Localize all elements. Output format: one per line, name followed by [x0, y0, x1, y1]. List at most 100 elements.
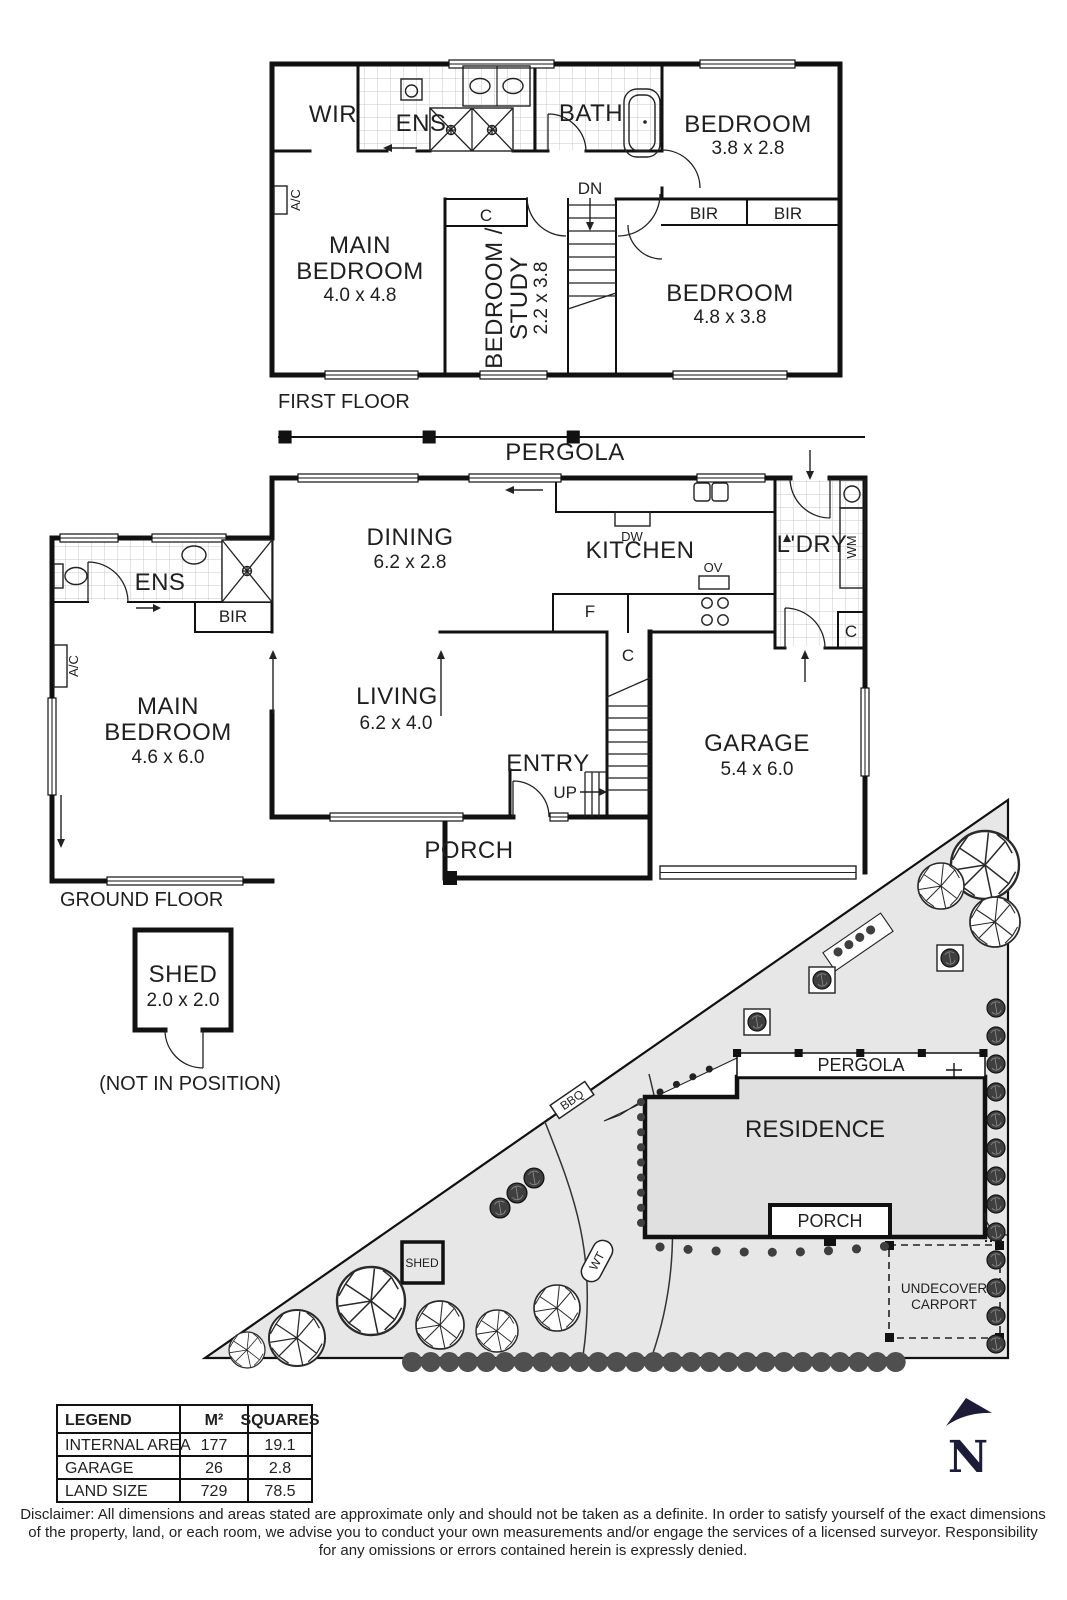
gf-garage-dims: 5.4 x 6.0 [721, 759, 794, 780]
ff-bathtub [623, 88, 661, 158]
ff-bedroom2-label: BEDROOM [666, 280, 794, 307]
legend-row0-squares: 19.1 [264, 1437, 295, 1454]
gf-cooktop [701, 597, 729, 626]
gf-wm-label: WM [844, 535, 859, 558]
gf-oven [698, 575, 730, 590]
first-floor-plan: WIR ENS BATH BEDROOM 3.8 x 2.8 A/C MAIN … [269, 59, 843, 413]
site-residence-label: RESIDENCE [745, 1116, 885, 1143]
site-porch [768, 1203, 892, 1239]
legend-row2-m2: 729 [201, 1483, 228, 1500]
gf-arrows [57, 450, 814, 848]
site-pergola-label: PERGOLA [817, 1055, 904, 1075]
gf-ens-basin [181, 545, 207, 565]
site-tap-symbol [946, 1063, 962, 1077]
shed-walls [132, 927, 234, 1033]
gf-dining-label: DINING [367, 524, 454, 551]
gf-entry-label: ENTRY [506, 750, 589, 777]
disclaimer-line-3: for any omissions or errors contained he… [319, 1542, 748, 1559]
gf-ens-toilet [53, 563, 88, 589]
north-label: N [948, 1432, 988, 1483]
ff-partition-walls [444, 198, 841, 376]
gf-shower [221, 539, 273, 603]
gf-garage-label: GARAGE [704, 730, 810, 757]
gf-up-label: UP [553, 783, 577, 802]
gf-fridge-label: F [585, 602, 595, 621]
ff-study-label-2: STUDY [506, 256, 533, 340]
legend-row2-squares: 78.5 [264, 1483, 295, 1500]
gf-laundry-closet-label: C [845, 622, 857, 641]
ff-closet-label: C [480, 206, 492, 225]
ff-ac-label: A/C [288, 189, 303, 211]
disclaimer-line-1: Disclaimer: All dimensions and areas sta… [20, 1506, 1046, 1523]
ff-bath-tiled-floor [535, 66, 662, 150]
gf-laundry-label: L'DRY [777, 531, 848, 558]
legend-row0-label: INTERNAL AREA [65, 1437, 191, 1454]
site-porch-step [824, 1237, 836, 1246]
site-shed [400, 1240, 445, 1285]
north-indicator: N [946, 1398, 992, 1483]
ff-exit-arrow [383, 144, 417, 152]
gf-kitchen-sink [693, 482, 729, 502]
legend-table: LEGEND M² SQUARES INTERNAL AREA 177 19.1… [56, 1404, 320, 1503]
ff-bedroom2-dims: 4.8 x 3.8 [694, 307, 767, 328]
gf-living-label: LIVING [356, 683, 438, 710]
ff-ens-label: ENS [396, 110, 447, 137]
gf-porch-post [443, 871, 457, 885]
site-water-tank: WT [580, 1239, 614, 1283]
ff-main-bedroom-label-1: MAIN [329, 232, 391, 259]
ff-bath-label: BATH [559, 100, 623, 127]
site-plan: WT BBQ [201, 797, 1021, 1372]
ff-outer-walls [269, 61, 843, 378]
site-boundary-garden-strip [822, 912, 894, 972]
legend-header-2: SQUARES [240, 1412, 319, 1429]
ff-bedroom1-dims: 3.8 x 2.8 [712, 138, 785, 159]
gf-ac-unit [53, 644, 68, 688]
ff-wir-label: WIR [309, 101, 357, 128]
legend-row1-m2: 26 [205, 1460, 223, 1477]
legend-row2-label: LAND SIZE [65, 1483, 148, 1500]
ff-door-swings [526, 113, 701, 260]
ff-study-label-1: BEDROOM / [481, 227, 508, 369]
gf-ens-label: ENS [135, 569, 186, 596]
ff-dn-arrow [586, 198, 594, 231]
site-carport-label-1: UNDECOVER [901, 1281, 988, 1296]
site-carport-label-2: CARPORT [911, 1297, 977, 1312]
legend-row0-m2: 177 [201, 1437, 228, 1454]
site-driveway-edge-left [544, 1121, 589, 1357]
north-arrow-icon [946, 1398, 992, 1426]
shed-door-swing [164, 1029, 204, 1069]
site-shed-label: SHED [405, 1256, 439, 1270]
ff-main-bedroom-dims: 4.0 x 4.8 [324, 285, 397, 306]
first-floor-caption: FIRST FLOOR [278, 391, 410, 413]
gf-windows [47, 473, 870, 886]
ff-windows [324, 59, 796, 380]
ff-bir-left-label: BIR [690, 204, 718, 223]
gf-main-bedroom-dims: 4.6 x 6.0 [132, 747, 205, 768]
legend-row1-label: GARAGE [65, 1460, 133, 1477]
ground-floor-caption: GROUND FLOOR [60, 889, 223, 911]
ff-study-dims: 2.2 x 3.8 [531, 262, 552, 335]
disclaimer-line-2: of the property, land, or each room, we … [28, 1524, 1038, 1541]
legend-row1-squares: 2.8 [269, 1460, 291, 1477]
gf-garage-door [659, 865, 857, 880]
shed-note: (NOT IN POSITION) [99, 1073, 281, 1095]
gf-washing-machine [839, 507, 866, 589]
ground-floor-plan: PERGOLA DINING 6.2 x 2.8 KITCHEN DW OV F… [47, 430, 870, 911]
legend-header-1: M² [205, 1412, 224, 1429]
ff-inner-walls [270, 62, 842, 377]
site-boxed-shrubs [743, 944, 964, 1036]
gf-main-bedroom-label-2: BEDROOM [104, 719, 232, 746]
shed-label: SHED [149, 961, 218, 988]
gf-stairs-closet-label: C [622, 646, 634, 665]
gf-stair-treads [584, 677, 651, 817]
ff-stair-treads [567, 204, 617, 310]
ff-bedroom1-label: BEDROOM [684, 111, 812, 138]
ff-shower [429, 107, 514, 152]
ff-main-bedroom-label-2: BEDROOM [296, 258, 424, 285]
gf-pergola-label: PERGOLA [505, 439, 625, 466]
disclaimer-block: Disclaimer: All dimensions and areas sta… [20, 1506, 1046, 1559]
legend-header-0: LEGEND [65, 1412, 132, 1429]
ff-ac-unit [273, 185, 288, 215]
